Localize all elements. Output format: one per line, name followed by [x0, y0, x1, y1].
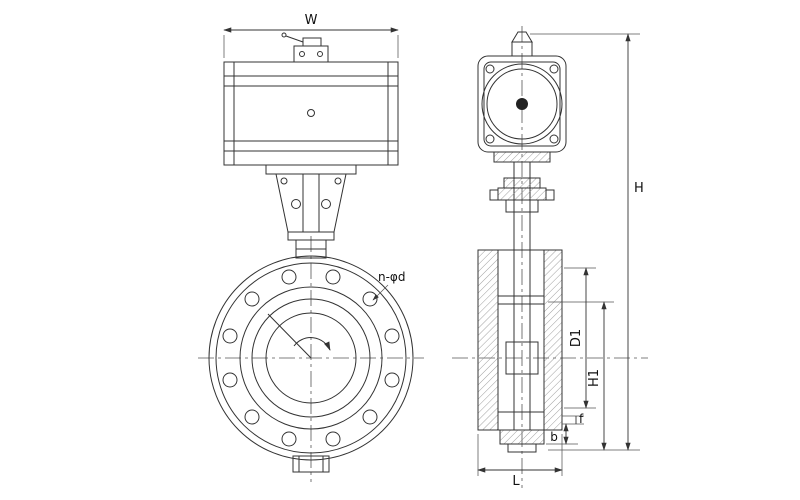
dimension-f: f: [562, 412, 584, 426]
dim-label-h1: H1: [587, 369, 602, 387]
dim-label-n-phi-d: n-φd: [378, 270, 405, 284]
callout-bolt-spec: n-φd: [372, 270, 405, 301]
stem-packing-neck: [489, 151, 555, 250]
dim-label-h: H: [634, 181, 644, 196]
dim-label-l: L: [512, 474, 520, 489]
dimension-l: L: [477, 434, 563, 489]
dim-label-w: W: [305, 13, 318, 28]
side-view: H H1 D1 f b: [452, 26, 648, 489]
dim-label-d1: D1: [569, 329, 584, 347]
mounting-yoke: [265, 164, 357, 259]
valve-flange-front: [208, 255, 414, 473]
dim-label-f: f: [579, 412, 584, 426]
dimension-h: H: [530, 33, 644, 451]
dim-label-b: b: [550, 430, 558, 444]
dimension-d1: D1: [564, 267, 596, 409]
flange-bolt-holes: [222, 269, 400, 447]
pneumatic-actuator: [223, 32, 399, 166]
dimension-h1: H1: [548, 301, 614, 451]
dimension-w: W: [223, 13, 399, 58]
valve-body-side: [477, 249, 563, 453]
front-view: W n-φd: [198, 13, 424, 482]
